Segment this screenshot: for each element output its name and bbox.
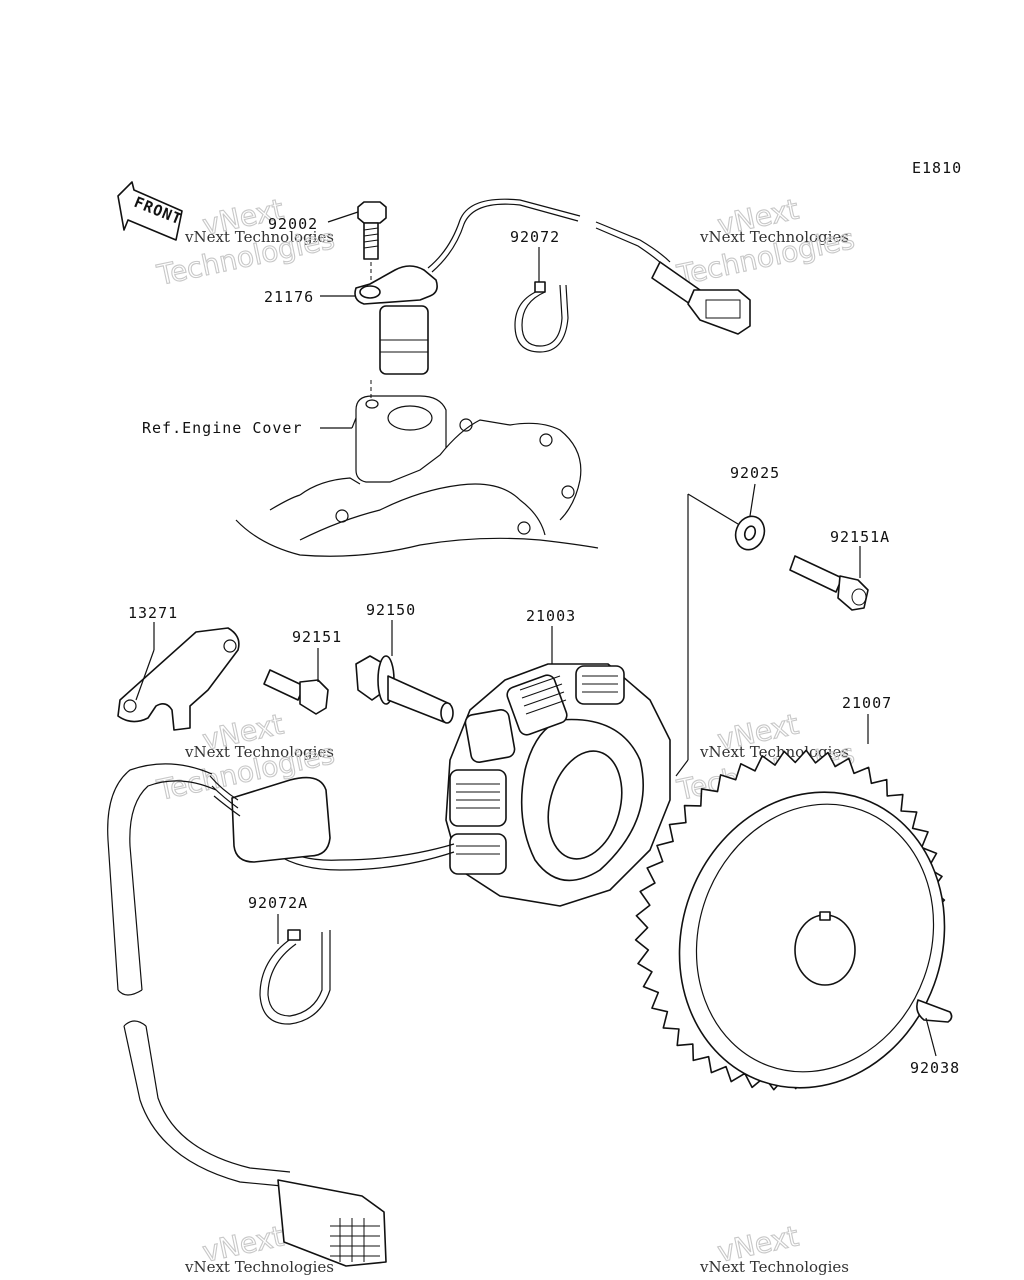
bolt-92002-icon bbox=[357, 201, 387, 285]
watermark-bottom-right: vNext vNext Technologies bbox=[699, 1219, 849, 1276]
bolt-92151a-icon bbox=[789, 555, 869, 611]
label-21007: 21007 bbox=[842, 694, 892, 712]
label-21176: 21176 bbox=[264, 288, 314, 306]
label-92038: 92038 bbox=[910, 1059, 960, 1077]
bracket-13271-icon bbox=[117, 627, 240, 731]
label-ref-engine-cover: Ref.Engine Cover bbox=[142, 419, 303, 437]
part-labels: 92002 21176 92072 Ref.Engine Cover 92025… bbox=[128, 215, 960, 1077]
label-92072: 92072 bbox=[510, 228, 560, 246]
rotor-21007-icon bbox=[634, 749, 946, 1091]
svg-text:vNext Technologies: vNext Technologies bbox=[184, 228, 334, 246]
svg-text:vNext Technologies: vNext Technologies bbox=[184, 743, 334, 761]
svg-text:vNext Technologies: vNext Technologies bbox=[184, 1258, 334, 1276]
svg-text:vNext Technologies: vNext Technologies bbox=[699, 228, 849, 246]
label-92151: 92151 bbox=[292, 628, 342, 646]
front-arrow-icon: FRONT bbox=[117, 181, 185, 241]
label-92150: 92150 bbox=[366, 601, 416, 619]
sensor-21176-icon bbox=[354, 198, 751, 400]
label-92025: 92025 bbox=[730, 464, 780, 482]
engine-cover-icon bbox=[235, 395, 599, 557]
label-92151a: 92151A bbox=[830, 528, 890, 546]
bolt-92150-icon bbox=[355, 655, 454, 724]
washer-92025-icon bbox=[734, 515, 766, 551]
stator-21003-icon bbox=[445, 663, 671, 907]
label-13271: 13271 bbox=[128, 604, 178, 622]
svg-text:vNext Technologies: vNext Technologies bbox=[699, 1258, 849, 1276]
watermark-top-right: vNext vNext Technologies Technologies bbox=[673, 192, 858, 293]
diagram-code: E1810 bbox=[912, 159, 962, 177]
clamp-92072-icon bbox=[514, 281, 569, 353]
bolt-92151-icon bbox=[263, 669, 329, 715]
label-92072a: 92072A bbox=[248, 894, 308, 912]
clamp-92072a-icon bbox=[259, 929, 331, 1025]
watermark-top-left: vNext vNext Technologies Technologies bbox=[153, 192, 338, 293]
key-92038-icon bbox=[916, 999, 953, 1023]
leader-lines bbox=[135, 211, 937, 1057]
harness-icon bbox=[107, 763, 455, 1267]
label-92002: 92002 bbox=[268, 215, 318, 233]
label-21003: 21003 bbox=[526, 607, 576, 625]
